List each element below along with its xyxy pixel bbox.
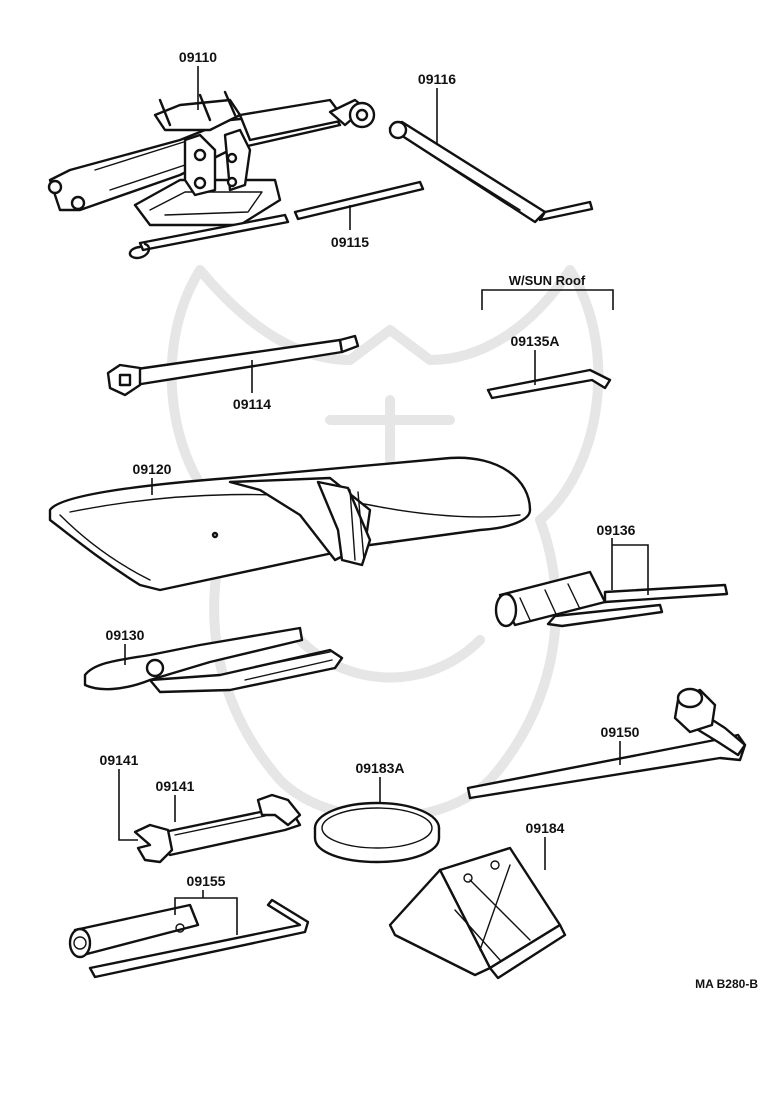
- screwdriver: [494, 570, 729, 628]
- label-sunroof-wrench: 09135A: [510, 333, 559, 349]
- plug-wrench: [68, 898, 310, 979]
- label-wheel-chock: 09184: [526, 820, 565, 836]
- label-jack-crank: 09114: [233, 396, 271, 412]
- pliers: [83, 626, 344, 694]
- part-labels: 09110 09116 09115 09114 W/SUN Roof 09135…: [100, 49, 759, 991]
- jack-crank: [106, 334, 360, 397]
- leader-lines: [118, 66, 649, 935]
- tool-bag: [48, 456, 532, 592]
- wheel-chock: [388, 846, 567, 980]
- label-plug-wrench: 09155: [187, 873, 226, 889]
- open-end-wrenches: [133, 793, 302, 864]
- label-lug-wrench: 09150: [601, 724, 640, 740]
- sunroof-wrench: [486, 368, 612, 400]
- scissor-jack: [47, 90, 376, 227]
- label-wrench-a: 09141: [100, 752, 139, 768]
- label-screwdriver: 09136: [597, 522, 636, 538]
- hub-cap: [313, 801, 441, 864]
- lug-wrench: [466, 687, 747, 800]
- label-tool-bag: 09120: [133, 461, 172, 477]
- label-pliers: 09130: [106, 627, 145, 643]
- label-wrench-b: 09141: [156, 778, 195, 794]
- label-jack-handle: 09116: [418, 71, 456, 87]
- label-handle-bar: 09115: [331, 234, 369, 250]
- label-jack: 09110: [179, 49, 217, 65]
- jack-handle: [388, 120, 594, 224]
- sunroof-bracket: [481, 289, 614, 310]
- label-hub-cap: 09183A: [355, 760, 404, 776]
- label-sunroof-note: W/SUN Roof: [509, 273, 586, 288]
- diagram-code: MA B280-B: [695, 977, 758, 991]
- jack-handle-bar: [128, 180, 425, 260]
